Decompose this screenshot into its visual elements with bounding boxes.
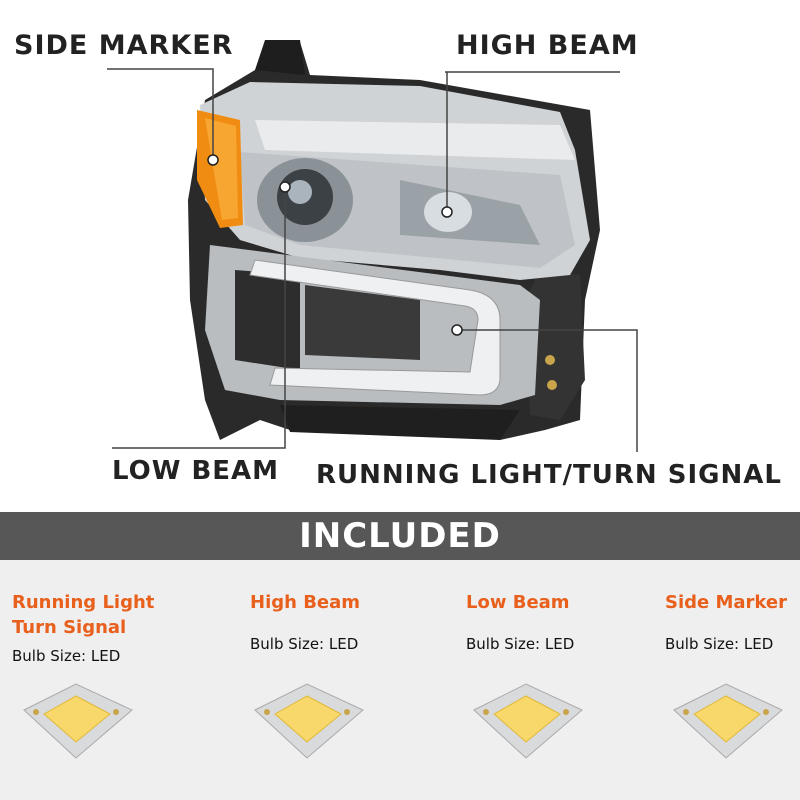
led-chip-icon: [673, 683, 783, 759]
included-banner: [0, 512, 800, 560]
product-photo-area: SIDE MARKER HIGH BEAM LOW BEAM RUNNING L…: [14, 30, 782, 490]
bulb-size: Bulb Size: LED: [665, 635, 774, 653]
side-marker-callout: SIDE MARKER: [14, 30, 234, 61]
running-light-callout: RUNNING LIGHT/TURN SIGNAL: [316, 460, 782, 490]
item-name-line1: Running Light: [12, 592, 155, 613]
included-panel: [0, 560, 800, 800]
headlight-image: [107, 40, 638, 452]
led-chip-icon: [473, 683, 583, 759]
led-chip-icon: [254, 683, 364, 759]
included-item-high-beam: High Beam Bulb Size: LED: [250, 590, 360, 653]
item-name-line1: Low Beam: [466, 592, 570, 613]
high-beam-callout: HIGH BEAM: [456, 30, 639, 61]
item-name-line1: Side Marker: [665, 592, 788, 613]
led-chip-icon: [23, 683, 133, 759]
bulb-size: Bulb Size: LED: [250, 635, 359, 653]
low-beam-callout: LOW BEAM: [112, 456, 280, 486]
included-title: INCLUDED: [299, 516, 501, 556]
bulb-size: Bulb Size: LED: [12, 647, 121, 665]
bulb-size: Bulb Size: LED: [466, 635, 575, 653]
included-item-low-beam: Low Beam Bulb Size: LED: [466, 590, 574, 653]
included-item-running-light: Running Light Turn Signal Bulb Size: LED: [12, 590, 154, 665]
included-item-side-marker: Side Marker Bulb Size: LED: [665, 590, 787, 653]
item-name-line2: Turn Signal: [12, 617, 127, 638]
item-name-line1: High Beam: [250, 592, 361, 613]
